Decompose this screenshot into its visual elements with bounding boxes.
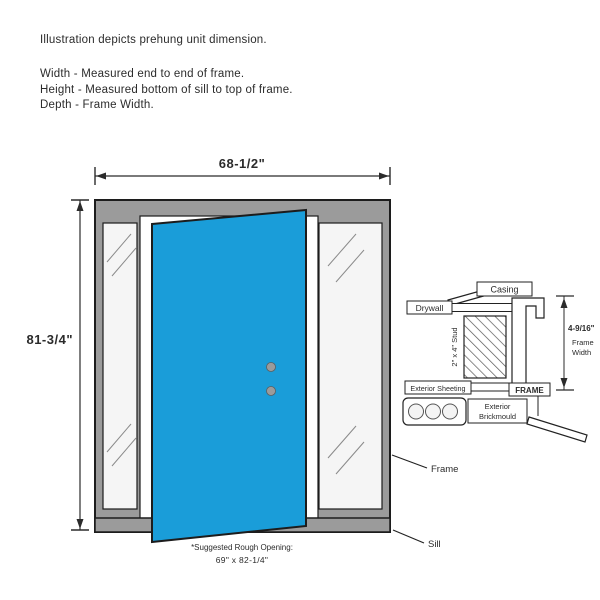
depth-arrowhead-bottom (560, 378, 568, 388)
exterior-sheeting-label: Exterior Sheeting (410, 384, 465, 393)
deadbolt-knob (266, 362, 276, 372)
brickmould-circle (442, 403, 458, 420)
depth-arrowhead-top (560, 298, 568, 308)
rough-opening-title: *Suggested Rough Opening: (191, 543, 293, 552)
reflection-line (111, 247, 137, 277)
depth-definition: Depth - Frame Width. (40, 99, 154, 111)
exterior-sheeting-label-box (404, 380, 472, 395)
reflection-line (327, 233, 357, 267)
intro-title: Illustration depicts prehung unit dimens… (40, 34, 267, 46)
depth-dimension-caption-line1: Frame (572, 338, 594, 347)
height-arrowhead-top (76, 201, 84, 211)
rough-opening-value: 69" x 82-1/4" (216, 555, 268, 565)
right-sidelite-glass (318, 222, 383, 510)
frame-section-label: FRAME (515, 386, 544, 395)
door-panel (151, 208, 307, 544)
height-definition: Height - Measured bottom of sill to top … (40, 83, 293, 96)
sill-callout-label: Sill (428, 539, 441, 550)
sill-callout-line (392, 529, 425, 544)
width-dimension-label: 68-1/2" (219, 156, 266, 171)
brickmould-circle (425, 403, 441, 420)
reflection-line (335, 249, 365, 283)
height-dimension: 81-3/4" (26, 199, 89, 531)
brickmould-circle (408, 403, 424, 420)
reflection-line (111, 437, 137, 467)
width-arrowhead-left (96, 172, 106, 180)
casing-label-box (476, 281, 533, 297)
depth-dimension-caption-line2: Width (572, 348, 591, 357)
frame-callout: Frame (391, 454, 458, 475)
width-definition: Width - Measured end to end of frame. (40, 68, 245, 80)
cross-section-detail: Casing Drywall 2" x 4" Stud 4-9/16" Fram… (402, 281, 595, 443)
reflection-line (327, 425, 357, 459)
exterior-wall-strip (526, 416, 588, 443)
frame-callout-label: Frame (431, 464, 458, 475)
height-arrowhead-bottom (76, 519, 84, 529)
frame-label-box (508, 382, 551, 397)
frame-jamb-profile (511, 297, 545, 389)
left-sidelite-glass (102, 222, 138, 510)
brickmould-label-line2: Brickmould (479, 412, 516, 421)
brickmould-label-box (467, 398, 528, 424)
height-dimension-label: 81-3/4" (26, 332, 73, 347)
reflection-line (335, 441, 365, 475)
door-unit (94, 199, 391, 544)
drywall-label: Drywall (416, 303, 444, 313)
intro-text-block: Illustration depicts prehung unit dimens… (40, 33, 293, 114)
drywall-label-box (406, 300, 453, 315)
door-knob (266, 386, 276, 396)
rough-opening-note: *Suggested Rough Opening: 69" x 82-1/4" (191, 543, 293, 565)
reflection-line (106, 423, 132, 453)
width-dimension: 68-1/2" (94, 156, 391, 185)
sheeting-strip (470, 382, 513, 392)
brickmould-label-line1: Exterior (485, 402, 511, 411)
stud-section (463, 315, 507, 379)
glass-reflection-lines (106, 233, 365, 475)
sill-callout: Sill (392, 529, 441, 550)
casing-label: Casing (490, 285, 518, 295)
width-arrowhead-right (379, 172, 389, 180)
reflection-line (106, 233, 132, 263)
frame-callout-line (391, 454, 428, 469)
depth-dimension-label: 4-9/16" (568, 324, 595, 333)
drywall-strip (451, 303, 513, 312)
stud-label: 2" x 4" Stud (450, 327, 459, 366)
